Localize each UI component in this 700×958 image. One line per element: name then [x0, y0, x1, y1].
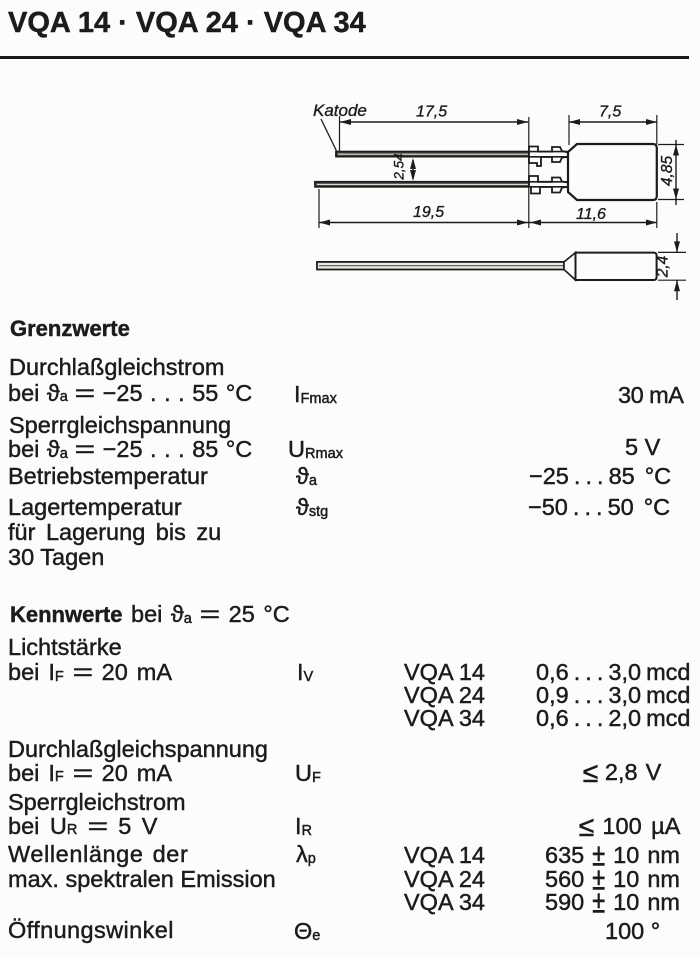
- svg-text:2,54: 2,54: [392, 153, 407, 180]
- svg-text:11,6: 11,6: [576, 206, 606, 223]
- svg-text:Katode: Katode: [313, 101, 367, 120]
- svg-text:17,5: 17,5: [416, 104, 447, 121]
- svg-text:7,5: 7,5: [599, 104, 621, 121]
- svg-text:2,4: 2,4: [655, 255, 672, 278]
- svg-text:19,5: 19,5: [413, 204, 444, 221]
- svg-text:4,85: 4,85: [659, 156, 676, 187]
